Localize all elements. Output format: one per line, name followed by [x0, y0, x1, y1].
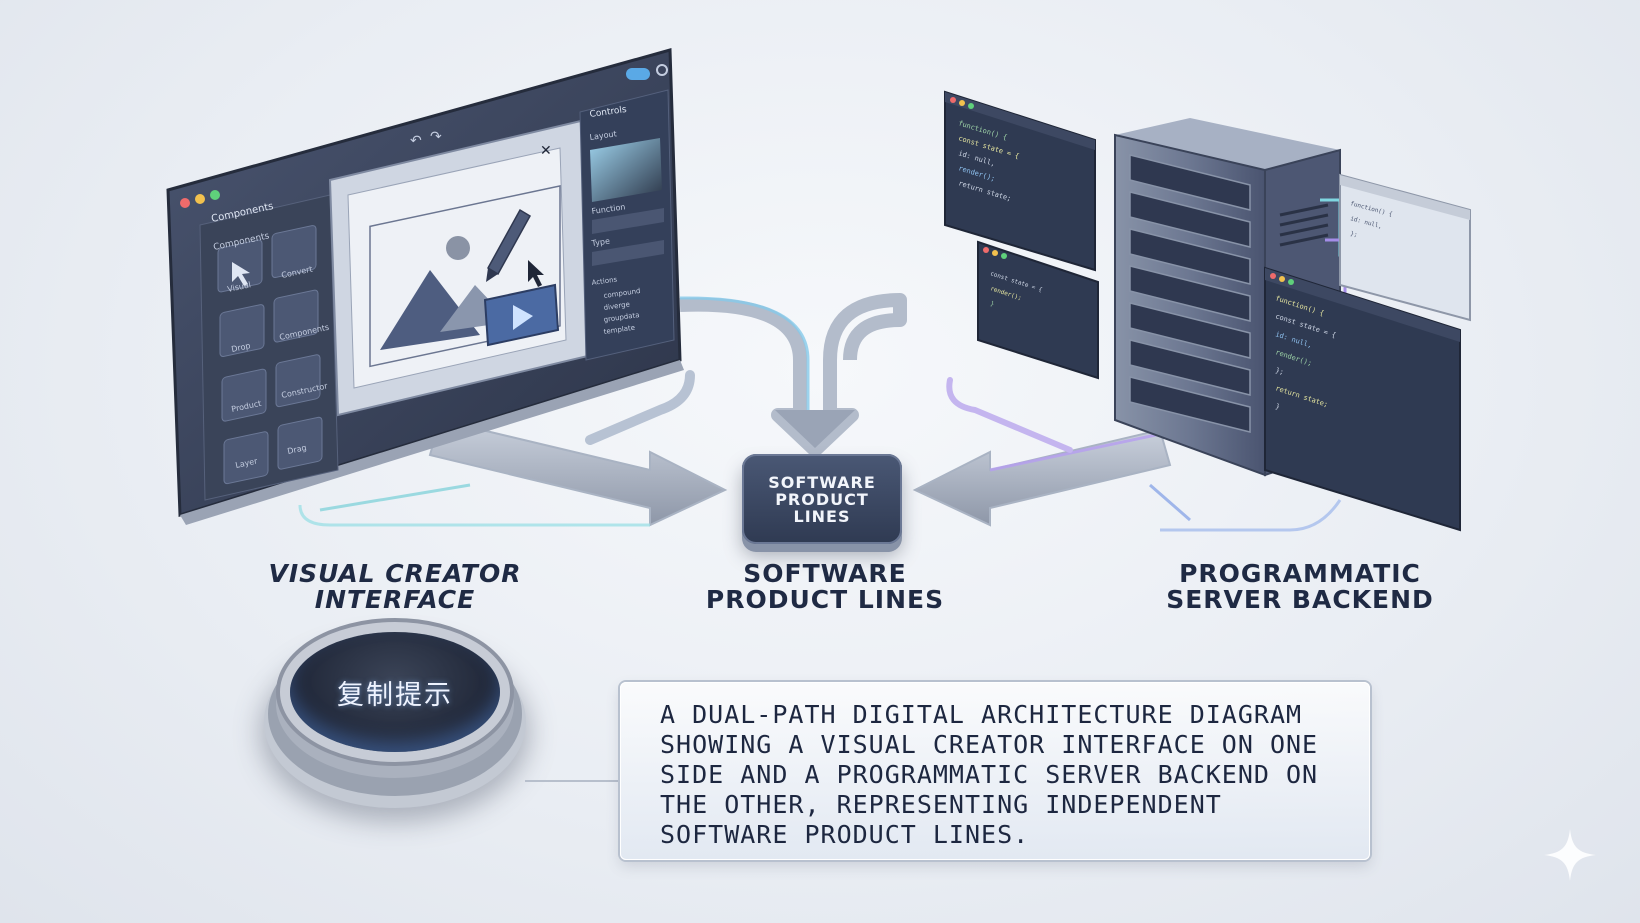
inspector-subtitle: Layout	[589, 129, 617, 142]
settings-gear-icon	[656, 64, 668, 76]
code-line: };	[1349, 230, 1358, 239]
label-line: SOFTWARE	[743, 559, 907, 588]
arrow-left-glow	[298, 504, 650, 527]
tool-grid	[217, 225, 323, 485]
programmatic-server-label: PROGRAMMATIC SERVER BACKEND	[1120, 561, 1480, 613]
code-line: };	[1274, 366, 1284, 376]
label-line: PROGRAMMATIC	[1179, 559, 1421, 588]
code-panel-3: function() { id: null, };	[1339, 173, 1471, 322]
code-panel-1: function() { const state = { id: null, r…	[944, 90, 1096, 272]
server-drive-bays	[1129, 154, 1251, 433]
description-box: A dual-path digital architecture diagram…	[620, 682, 1370, 860]
arrow-right-return	[946, 377, 1073, 453]
sparkle-icon	[1544, 829, 1596, 881]
label-line: INTERFACE	[314, 585, 476, 614]
monitor-bezel-shadow	[180, 360, 684, 525]
visual-creator-label: VISUAL CREATOR INTERFACE	[230, 561, 560, 613]
arrow-top-glow	[679, 296, 810, 410]
server-top	[1115, 118, 1340, 170]
code-line: }	[1274, 402, 1280, 411]
window-max-dot	[210, 190, 220, 200]
server-vent-icon	[1279, 203, 1329, 247]
programmatic-server: function() { const state = { id: null, r…	[944, 90, 1471, 532]
function-dropdown	[592, 208, 664, 234]
connector-line	[525, 780, 620, 782]
code-line: }	[989, 300, 995, 308]
type-dropdown	[592, 240, 664, 266]
redo-icon: ↷	[430, 129, 442, 145]
arrow-top-head	[775, 410, 855, 448]
copy-prompt-button[interactable]: 复制提示	[290, 632, 500, 752]
arrow-right-bottom-glow	[1149, 483, 1191, 522]
window-min-dot	[195, 194, 205, 204]
label-line: SERVER BACKEND	[1166, 585, 1434, 614]
arrow-right-bottom	[1160, 499, 1342, 532]
description-text: A dual-path digital architecture diagram…	[660, 700, 1319, 849]
software-product-lines-label: SOFTWARE PRODUCT LINES	[680, 561, 970, 613]
video-player-icon	[483, 283, 560, 347]
hub-line: SOFTWARE	[768, 472, 876, 492]
close-canvas-icon: ✕	[540, 143, 552, 159]
label-line: VISUAL CREATOR	[268, 559, 522, 588]
arrow-right-main	[912, 428, 1172, 527]
pointer-icon	[232, 262, 250, 286]
arrow-left-main	[428, 418, 728, 527]
copy-prompt-label: 复制提示	[337, 679, 453, 711]
undo-icon: ↶	[410, 133, 422, 149]
field-type: Type	[590, 236, 611, 248]
tool-label-drop: Drop	[231, 341, 252, 354]
arrow-left-return	[585, 370, 695, 445]
label-line: PRODUCT LINES	[705, 585, 945, 614]
flow-arrows	[298, 293, 1342, 532]
tool-label-drag: Drag	[287, 443, 308, 456]
arrow-right-glow	[989, 430, 1171, 472]
color-swatch	[590, 138, 662, 202]
visual-creator-monitor: Components Components Visual Convert Dro…	[166, 48, 684, 525]
code-panel-4: function() { const state = { id: null, r…	[1264, 266, 1461, 532]
hub-line: LINES	[793, 506, 851, 526]
cursor-arrow-icon	[528, 260, 544, 287]
pencil-icon	[486, 208, 532, 282]
action-diverge: diverge	[603, 300, 630, 312]
actions-title: Actions	[591, 275, 618, 287]
arrow-left-small	[319, 483, 471, 512]
arrow-top-main	[679, 293, 907, 457]
hub-line: PRODUCT	[775, 489, 869, 509]
software-product-lines-hub: SOFTWARE PRODUCT LINES	[742, 454, 902, 544]
code-panel-2: const state = { render(); }	[977, 240, 1099, 380]
window-close-dot	[180, 198, 190, 208]
toggle-switch-icon	[626, 68, 650, 80]
